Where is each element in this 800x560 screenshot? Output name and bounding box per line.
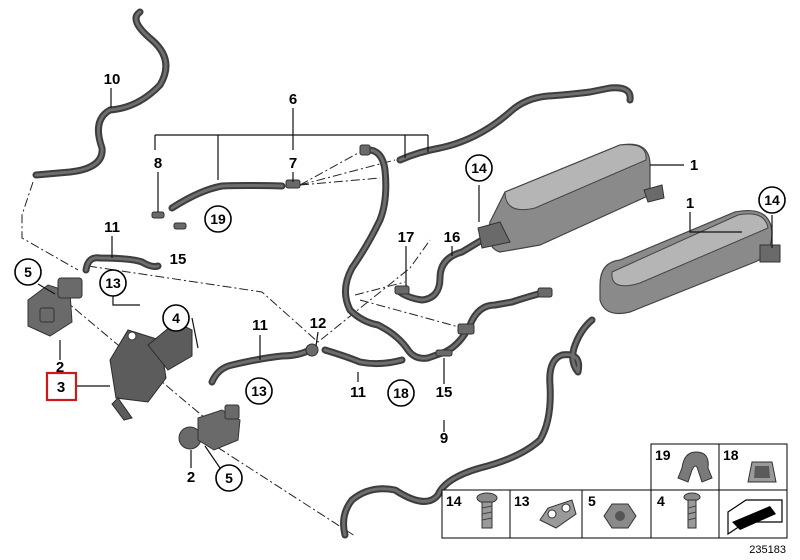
highlight-box	[45, 371, 78, 402]
label-15-upper: 15	[170, 251, 187, 268]
hose-11-top	[82, 254, 162, 274]
label-9: 9	[440, 430, 448, 447]
hose-10	[32, 8, 170, 179]
valve-upper	[27, 277, 83, 337]
label-14-upper: 14	[471, 160, 487, 176]
diagram-id: 235183	[749, 544, 786, 556]
label-4: 4	[172, 310, 180, 326]
callout-circle-14-upper	[465, 154, 493, 182]
callout-circle-14-lower	[758, 186, 786, 214]
label-17: 17	[398, 229, 415, 246]
label-11-right: 11	[350, 384, 366, 401]
bracket-3	[109, 321, 193, 421]
hex-bolt-icon	[476, 492, 498, 529]
label-2-bottom: 2	[187, 469, 195, 486]
label-5-top: 5	[24, 264, 32, 280]
label-5-bottom: 5	[225, 470, 233, 486]
callout-circle-5-top	[14, 258, 42, 286]
hose-19	[168, 182, 286, 212]
callouts: 10 6 8 7 1 1 19 15 14 14 17 16 11 5 13 4…	[14, 71, 786, 492]
direction-arrow-icon	[727, 499, 783, 536]
hose-6-top	[396, 84, 634, 164]
legend: 19 18 14 13 5 4	[441, 443, 788, 539]
hex-nut-icon	[603, 503, 637, 529]
legend-cell-5	[581, 489, 652, 539]
label-16: 16	[444, 229, 461, 246]
callout-circle-5-bottom	[215, 464, 243, 492]
label-2-top: 2	[56, 359, 64, 376]
label-15-lower: 15	[436, 384, 453, 401]
hose-clip-icon	[677, 451, 713, 483]
spring-clip-icon	[747, 461, 777, 483]
hose-11-mid	[208, 346, 314, 386]
legend-cell-14	[441, 489, 511, 539]
hose-18	[342, 146, 550, 362]
callout-circle-4	[162, 304, 190, 332]
legend-num-18: 18	[723, 447, 739, 463]
label-8: 8	[154, 155, 162, 172]
callout-circle-13-mid	[245, 377, 273, 405]
legend-num-14: 14	[446, 493, 462, 509]
label-1-lower: 1	[686, 195, 694, 212]
callout-circle-19	[204, 205, 232, 233]
valve-lower	[178, 404, 241, 451]
label-13-top: 13	[105, 275, 121, 291]
label-14-lower: 14	[764, 192, 780, 208]
fittings	[151, 144, 553, 357]
hose-11-right	[321, 346, 406, 368]
bolt-icon	[683, 492, 701, 529]
hose-16	[396, 236, 486, 304]
double-clip-icon	[539, 499, 577, 529]
leader-lines	[37, 88, 773, 469]
callout-circle-18	[387, 379, 415, 407]
label-13-mid: 13	[251, 383, 267, 399]
label-3: 3	[57, 379, 65, 396]
label-11-top: 11	[104, 219, 120, 236]
label-6: 6	[289, 91, 297, 108]
legend-num-13: 13	[514, 493, 530, 509]
canister-upper	[477, 143, 665, 253]
label-11-mid: 11	[252, 317, 268, 334]
label-19: 19	[210, 211, 226, 227]
label-12: 12	[310, 315, 327, 332]
legend-num-4: 4	[657, 493, 665, 509]
label-1-upper: 1	[690, 157, 698, 174]
callout-circle-13-top	[99, 269, 127, 297]
hose-9	[340, 316, 596, 539]
label-10: 10	[104, 71, 121, 88]
label-7: 7	[289, 155, 297, 172]
legend-num-19: 19	[655, 447, 671, 463]
label-18: 18	[393, 385, 409, 401]
legend-num-5: 5	[588, 493, 596, 509]
